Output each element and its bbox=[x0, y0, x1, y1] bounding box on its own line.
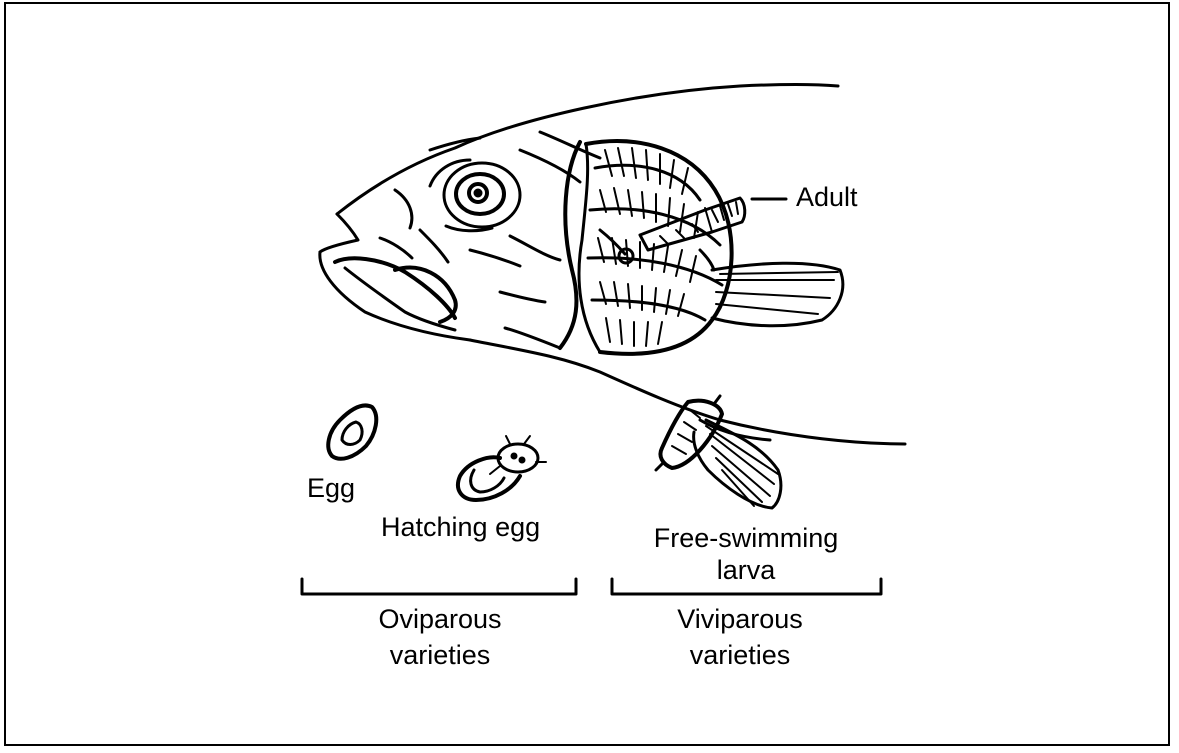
label-oviparous-line2: varieties bbox=[340, 637, 540, 673]
fish-mouth-inner bbox=[335, 258, 455, 318]
free-swimming-larva-illustration bbox=[656, 396, 781, 508]
fish-ventral-outline bbox=[470, 340, 905, 444]
fish-pectoral-fin bbox=[700, 250, 843, 326]
fish-eye bbox=[430, 160, 520, 231]
label-viviparous-line1: Viviparous bbox=[640, 601, 840, 637]
label-viviparous-line2: varieties bbox=[640, 637, 840, 673]
label-free-swimming-line2: larva bbox=[630, 554, 862, 586]
fish-drawing bbox=[320, 85, 905, 445]
fish-mouth-gape bbox=[395, 268, 456, 322]
egg-illustration bbox=[328, 405, 376, 458]
label-oviparous-varieties: Oviparous varieties bbox=[340, 601, 540, 673]
label-free-swimming-line1: Free-swimming bbox=[630, 522, 862, 554]
fish-snout bbox=[320, 214, 358, 252]
label-viviparous-varieties: Viviparous varieties bbox=[640, 601, 840, 673]
label-hatching-egg: Hatching egg bbox=[381, 511, 540, 543]
fish-operculum bbox=[560, 142, 580, 348]
label-free-swimming-larva: Free-swimming larva bbox=[630, 522, 862, 586]
label-adult: Adult bbox=[796, 181, 858, 213]
hatching-egg-illustration bbox=[458, 436, 546, 500]
bracket-oviparous bbox=[302, 579, 576, 594]
label-oviparous-line1: Oviparous bbox=[340, 601, 540, 637]
label-egg: Egg bbox=[307, 472, 355, 504]
